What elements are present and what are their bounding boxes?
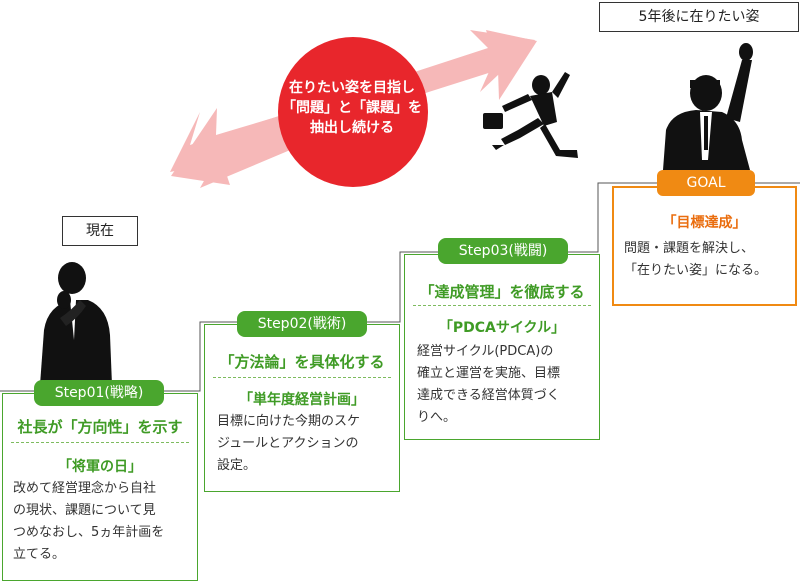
step02-body-line: 設定。: [217, 458, 257, 473]
step01-tag: Step01(戦略): [34, 380, 164, 406]
step01-card: 社長が「方向性」を示す 「将軍の日」 改めて経営理念から自社 の現状、課題につい…: [2, 393, 198, 581]
step03-body-line: 達成できる経営体質づく: [417, 388, 560, 403]
step03-title: 「達成管理」を徹底する: [419, 283, 585, 301]
step01-body-line: 立てる。: [13, 547, 66, 562]
step02-body-line: 目標に向けた今期のスケ: [217, 414, 361, 429]
step03-divider: [413, 305, 591, 306]
goal-tag: GOAL: [657, 170, 755, 196]
step02-title: 「方法論」を具体化する: [219, 353, 385, 371]
step03-subtitle: 「PDCAサイクル」: [438, 320, 566, 336]
goal-body: 問題・課題を解決し、 「在りたい姿」になる。: [624, 238, 794, 282]
step02-divider: [213, 377, 391, 378]
step03-card: 「達成管理」を徹底する 「PDCAサイクル」 経営サイクル(PDCA)の 確立と…: [404, 254, 600, 440]
circle-line-2: 「問題」と「課題」を: [282, 100, 422, 116]
goal-body-line: 「在りたい姿」になる。: [624, 263, 768, 278]
circle-text: 在りたい姿を目指し 「問題」と「課題」を 抽出し続ける: [262, 78, 442, 138]
step01-body-line: 改めて経営理念から自社: [13, 481, 157, 496]
step03-tag: Step03(戦闘): [438, 238, 568, 264]
goal-body-line: 問題・課題を解決し、: [624, 241, 755, 256]
step02-subtitle: 「単年度経営計画」: [239, 392, 365, 408]
circle-line-3: 抽出し続ける: [310, 120, 394, 136]
running-businessman-icon: [483, 72, 578, 158]
step02-body-line: ジュールとアクションの: [217, 436, 359, 451]
red-circle: [278, 37, 428, 187]
step01-body-line: の現状、課題について見: [13, 503, 156, 518]
step02-card: 「方法論」を具体化する 「単年度経営計画」 目標に向けた今期のスケ ジュールとア…: [204, 324, 400, 492]
step03-body-line: 確立と運営を実施、目標: [417, 366, 561, 381]
step03-body-line: 経営サイクル(PDCA)の: [417, 344, 554, 359]
step01-body-line: つめなおし、5ヵ年計画を: [13, 525, 165, 540]
step02-tag: Step02(戦術): [237, 311, 367, 337]
step03-body-line: りへ。: [417, 410, 457, 425]
celebrating-businessman-icon: [663, 43, 753, 170]
staircase-line: [0, 182, 800, 392]
circle-line-1: 在りたい姿を目指し: [289, 80, 415, 96]
step02-body: 目標に向けた今期のスケ ジュールとアクションの 設定。: [217, 411, 397, 477]
step03-body: 経営サイクル(PDCA)の 確立と運営を実施、目標 達成できる経営体質づく りへ…: [417, 341, 599, 429]
step01-divider: [11, 442, 189, 443]
thinking-businessman-icon: [40, 262, 112, 385]
goal-subtitle: 「目標達成」: [662, 215, 747, 231]
goal-card: 「目標達成」 問題・課題を解決し、 「在りたい姿」になる。: [612, 186, 797, 306]
future-label: 5年後に在りたい姿: [599, 2, 799, 32]
step01-subtitle: 「将軍の日」: [58, 459, 142, 475]
current-label: 現在: [62, 216, 138, 246]
step01-body: 改めて経営理念から自社 の現状、課題について見 つめなおし、5ヵ年計画を 立てる…: [13, 478, 193, 566]
step01-title: 社長が「方向性」を示す: [17, 418, 183, 436]
